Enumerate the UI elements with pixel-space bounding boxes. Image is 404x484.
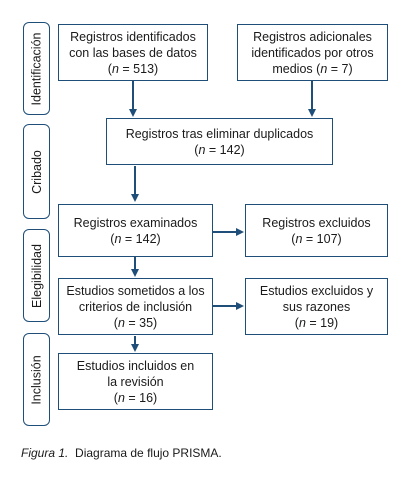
box-count: (n = 107) — [291, 231, 342, 246]
box-text: Estudios sometidos a los — [66, 283, 205, 298]
phase-inclusion: Inclusión — [23, 333, 50, 426]
box-registros-adicionales: Registros adicionales identificados por … — [237, 24, 388, 81]
box-count: (n = 142) — [110, 231, 161, 246]
box-registros-excluidos: Registros excluidos (n = 107) — [245, 204, 388, 257]
box-text: identificados por otros — [251, 45, 374, 60]
box-text: Registros tras eliminar duplicados — [125, 126, 314, 141]
box-count: (n = 513) — [107, 61, 159, 76]
box-text: Registros excluidos — [262, 215, 371, 230]
figure-caption: Figura 1. Diagrama de flujo PRISMA. — [21, 446, 222, 460]
box-estudios-incluidos: Estudios incluidos en la revisión (n = 1… — [58, 353, 213, 410]
box-count: (n = 142) — [194, 142, 245, 157]
box-text: sus razones — [282, 299, 351, 314]
caption-text: Diagrama de flujo PRISMA. — [75, 446, 222, 460]
box-estudios-sometidos: Estudios sometidos a los criterios de in… — [58, 278, 213, 335]
phase-elegibilidad: Elegibilidad — [23, 229, 50, 322]
box-count: (n = 35) — [113, 315, 158, 330]
box-text: criterios de inclusión — [78, 299, 193, 314]
caption-label: Figura 1. — [21, 446, 69, 460]
box-text: Registros examinados — [73, 215, 198, 230]
box-text: Registros identificados — [70, 29, 196, 44]
box-registros-identificados: Registros identificados con las bases de… — [58, 24, 208, 81]
phase-identificacion: Identificación — [23, 22, 50, 115]
box-text: Estudios incluidos en — [76, 358, 195, 373]
box-count: (n = 16) — [113, 390, 158, 405]
box-tras-duplicados: Registros tras eliminar duplicados (n = … — [106, 118, 333, 165]
box-text: Estudios excluidos y — [259, 283, 374, 298]
box-registros-examinados: Registros examinados (n = 142) — [58, 204, 213, 257]
box-count: (n = 19) — [294, 315, 339, 330]
box-estudios-excluidos-razones: Estudios excluidos y sus razones (n = 19… — [245, 278, 388, 335]
phase-cribado: Cribado — [23, 124, 50, 219]
box-text: Registros adicionales — [253, 29, 372, 44]
box-text: medios (n = 7) — [272, 61, 353, 76]
box-text: con las bases de datos — [69, 45, 197, 60]
box-text: la revisión — [107, 374, 164, 389]
